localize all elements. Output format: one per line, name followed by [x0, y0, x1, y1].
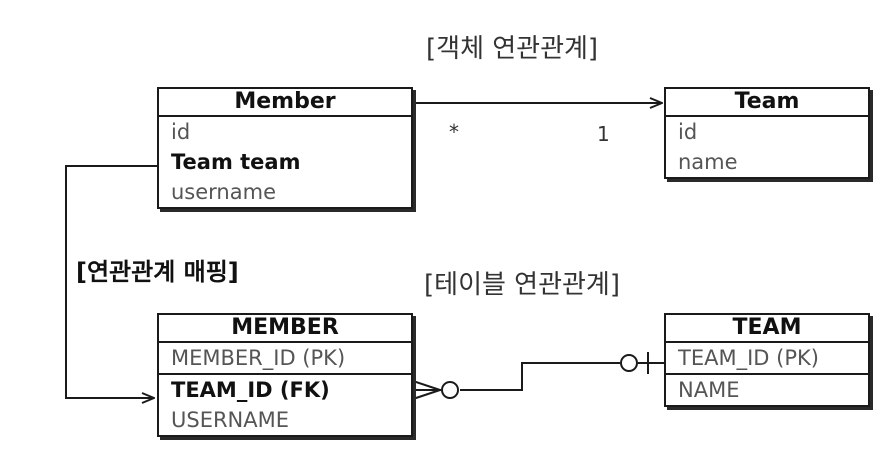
table-name: MEMBER: [159, 315, 411, 343]
entity-field: id: [678, 120, 698, 144]
crows-foot-icon: [409, 379, 441, 391]
team-table: TEAM TEAM_ID (PK) NAME: [664, 313, 870, 407]
entity-name: Member: [159, 89, 411, 117]
table-name: TEAM: [666, 315, 868, 343]
entity-field: username: [171, 180, 276, 204]
table-relation-title: [테이블 연관관계]: [424, 270, 620, 300]
zero-cardinality-circle: [441, 381, 459, 399]
table-column: MEMBER_ID (PK): [159, 343, 411, 375]
mapping-arrow: [65, 165, 158, 398]
table-column: TEAM_ID (FK): [171, 378, 330, 402]
member-entity: Member id Team team username: [157, 87, 413, 209]
entity-name: Team: [666, 89, 868, 117]
multiplicity-one: 1: [597, 122, 610, 146]
table-column: NAME: [678, 378, 740, 402]
table-column: TEAM_ID (PK): [666, 343, 868, 375]
mapping-title: [연관관계 매핑]: [76, 258, 239, 286]
optional-circle: [620, 354, 638, 372]
member-table: MEMBER MEMBER_ID (PK) TEAM_ID (FK) USERN…: [157, 313, 413, 437]
object-relation-title: [객체 연관관계]: [426, 34, 599, 64]
entity-field: Team team: [171, 150, 301, 174]
fk-relationship-line: [409, 352, 664, 401]
entity-field: id: [171, 120, 191, 144]
entity-field: name: [678, 150, 738, 174]
team-entity: Team id name: [664, 87, 870, 179]
multiplicity-many: *: [449, 120, 459, 144]
table-column: USERNAME: [171, 408, 290, 432]
